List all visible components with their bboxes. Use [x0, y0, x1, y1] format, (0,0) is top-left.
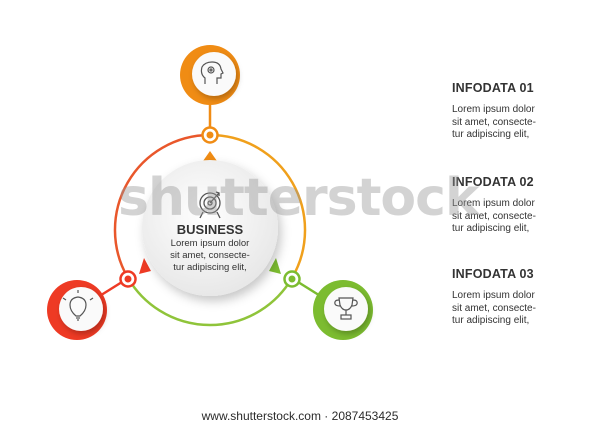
center-title: BUSINESS [176, 222, 244, 237]
info-line: sit amet, consecte- [452, 302, 536, 314]
info-block-3: INFODATA 03 Lorem ipsum dolor sit amet, … [452, 267, 582, 328]
center-desc-line: sit amet, consecte- [170, 250, 250, 261]
ring-arc-bottom [126, 277, 294, 327]
info-line: tur adipiscing elit, [452, 315, 530, 326]
junction-dot-left [119, 270, 137, 288]
footer-credit: www.shutterstock.com · 2087453425 [201, 409, 399, 423]
pointer-triangle-right [269, 258, 281, 274]
center-description: Lorem ipsum dolor sit amet, consecte- tu… [140, 238, 280, 274]
target-icon [199, 191, 221, 219]
center-desc-line: tur adipiscing elit, [173, 262, 247, 273]
info-line: Lorem ipsum dolor [452, 104, 535, 115]
ring-arc-left [113, 133, 211, 279]
junction-dot-right [283, 270, 301, 288]
info-line: sit amet, consecte- [452, 210, 536, 222]
trophy-icon [334, 297, 358, 320]
pointer-triangle-left [139, 258, 151, 274]
lightbulb-icon [62, 290, 94, 321]
info-title: INFODATA 02 [452, 175, 534, 189]
info-title: INFODATA 01 [452, 81, 534, 95]
info-description: Lorem ipsum dolor sit amet, consecte- tu… [452, 290, 582, 328]
center-desc-line: Lorem ipsum dolor [170, 238, 250, 249]
center-disc [142, 160, 278, 296]
info-description: Lorem ipsum dolor sit amet, consecte- tu… [452, 104, 582, 142]
info-line: sit amet, consecte- [452, 116, 536, 128]
info-line: Lorem ipsum dolor [452, 198, 535, 209]
node-top [180, 45, 240, 105]
node-right [313, 280, 373, 340]
info-line: tur adipiscing elit, [452, 129, 530, 140]
info-description: Lorem ipsum dolor sit amet, consecte- tu… [452, 198, 582, 236]
junction-dot-top [201, 126, 219, 144]
info-title: INFODATA 03 [452, 267, 534, 281]
pointer-triangle-top [203, 151, 217, 161]
node-left [47, 280, 107, 340]
info-line: tur adipiscing elit, [452, 223, 530, 234]
head-gear-icon [200, 61, 224, 84]
info-line: Lorem ipsum dolor [452, 290, 535, 301]
info-block-1: INFODATA 01 Lorem ipsum dolor sit amet, … [452, 81, 582, 142]
ring-arc-right [209, 133, 307, 279]
info-block-2: INFODATA 02 Lorem ipsum dolor sit amet, … [452, 175, 582, 236]
